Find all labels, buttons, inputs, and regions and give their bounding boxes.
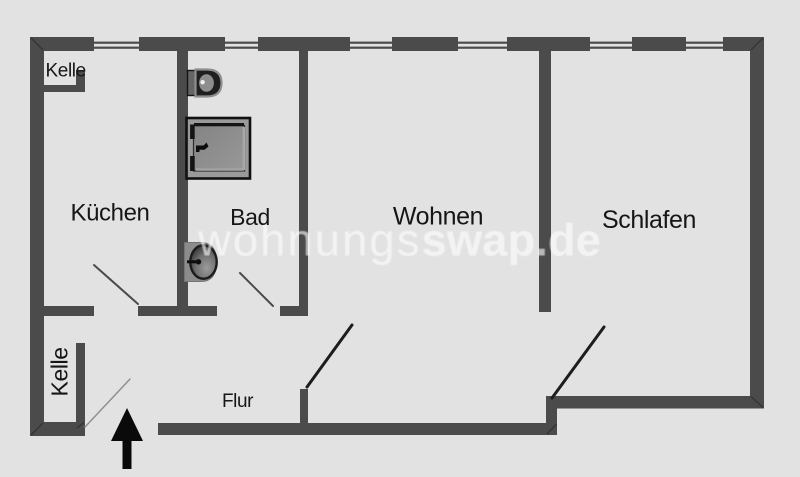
wall-bottom-schlafen xyxy=(557,396,764,409)
door-swings xyxy=(84,264,606,428)
door-swing-bad xyxy=(239,272,274,307)
room-label-wohnen: Wohnen xyxy=(393,203,483,231)
wall-wohnen-schlafen xyxy=(539,51,551,312)
wall-alcove-stub xyxy=(76,70,85,92)
window-1 xyxy=(94,41,139,49)
wall-middle-seg-2 xyxy=(138,306,217,316)
wall-top-pier-1 xyxy=(30,37,94,51)
room-labels: Kelle Küchen Bad Wohnen Schlafen Kelle F… xyxy=(46,61,697,413)
shower-tap xyxy=(196,142,209,152)
wall-bottom-kelle xyxy=(30,422,85,436)
wall-bevels xyxy=(30,37,764,436)
entrance-arrow-icon xyxy=(111,408,143,469)
window-3 xyxy=(350,41,392,49)
walls xyxy=(30,37,764,436)
wall-wohnen-door-stub xyxy=(300,389,308,423)
wall-bad-wohnen xyxy=(299,51,308,316)
wall-middle-seg-1 xyxy=(44,306,94,316)
window-6 xyxy=(686,41,723,49)
wall-top-pier-3 xyxy=(258,37,350,51)
wall-alcove-horizontal xyxy=(30,85,85,92)
watermark-part2: swap.de xyxy=(421,215,601,266)
wall-top-pier-5 xyxy=(507,37,590,51)
wall-kelle-stub xyxy=(76,343,85,435)
room-label-kelle-bottom: Kelle xyxy=(47,347,73,396)
watermark-part1: wohnungs xyxy=(197,215,421,266)
window-4 xyxy=(458,41,507,49)
wall-middle-seg-3 xyxy=(280,306,308,316)
door-swing-schlafen xyxy=(550,325,606,400)
wall-outer-left xyxy=(30,37,44,436)
shower-icon xyxy=(185,116,252,180)
room-label-kelle-top: Kelle xyxy=(46,61,86,82)
wall-top-pier-6 xyxy=(632,37,686,51)
room-label-flur: Flur xyxy=(222,391,254,412)
wall-top-pier-2 xyxy=(139,37,225,51)
wall-bottom-flur xyxy=(158,423,557,435)
wall-kueche-bad xyxy=(177,51,188,316)
door-swing-entrance xyxy=(84,378,131,428)
wall-top-pier-4 xyxy=(392,37,458,51)
window-2 xyxy=(225,41,258,49)
watermark: wohnungsswap.de xyxy=(197,215,601,266)
wall-bottom-step xyxy=(546,396,557,435)
window-5 xyxy=(590,41,632,49)
wall-outer-right xyxy=(750,37,764,409)
door-swing-wohnen xyxy=(305,323,354,389)
room-label-schlafen: Schlafen xyxy=(602,206,696,234)
door-swing-kueche xyxy=(93,264,139,305)
toilet-icon xyxy=(186,68,223,98)
room-label-bad: Bad xyxy=(230,204,270,230)
room-label-kueche: Küchen xyxy=(71,200,150,227)
sink-icon xyxy=(184,242,218,282)
